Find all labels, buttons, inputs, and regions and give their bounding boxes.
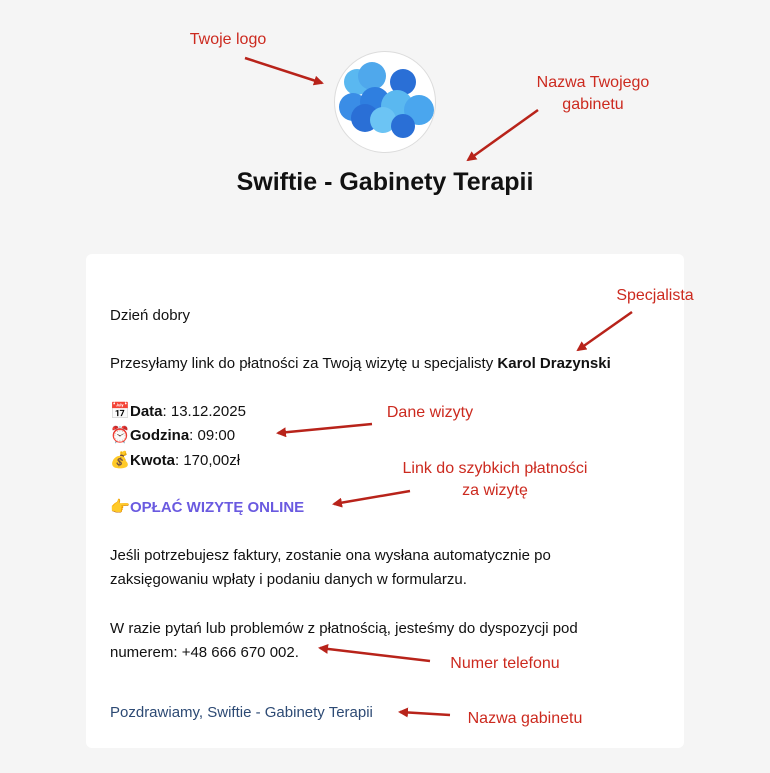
contact-line-2: numerem: +48 666 670 002.	[110, 644, 299, 661]
annotation-clinic-footer: Nazwa gabinetu	[467, 710, 583, 727]
annotation-pay-link-2: za wizytę	[462, 482, 528, 499]
pay-online-link[interactable]: OPŁAĆ WIZYTĘ ONLINE	[130, 499, 305, 516]
annotation-phone: Numer telefonu	[450, 655, 560, 672]
intro-text: Przesyłamy link do płatności za Twoją wi…	[110, 353, 611, 375]
pay-row: 👉OPŁAĆ WIZYTĘ ONLINE	[110, 497, 304, 519]
annotation-logo: Twoje logo	[189, 31, 267, 48]
regards-signature: Pozdrawiamy, Swiftie - Gabinety Terapii	[110, 704, 373, 721]
detail-time-value: : 09:00	[189, 427, 236, 444]
detail-time-label: Godzina	[130, 427, 190, 444]
annotation-clinic-name-1: Nazwa Twojego	[536, 74, 650, 91]
specialist-name: Karol Drazynski	[497, 355, 611, 372]
annotation-visit-details: Dane wizyty	[386, 404, 474, 421]
detail-time: ⏰Godzina: 09:00	[110, 425, 235, 447]
detail-date-label: Data	[130, 403, 163, 420]
detail-date: 📅Data: 13.12.2025	[110, 401, 246, 423]
detail-date-value: : 13.12.2025	[162, 403, 246, 420]
intro-text-body: Przesyłamy link do płatności za Twoją wi…	[110, 355, 498, 372]
annotation-pay-link-1: Link do szybkich płatności	[402, 460, 588, 477]
invoice-line-2: zaksięgowaniu wpłaty i podaniu danych w …	[110, 571, 467, 588]
detail-amount: 💰Kwota: 170,00zł	[110, 450, 240, 472]
calendar-icon: 📅	[110, 403, 130, 420]
detail-amount-label: Kwota	[130, 452, 175, 469]
arrow-clinic-name	[466, 108, 539, 162]
arrow-logo	[244, 56, 324, 86]
invoice-line-1: Jeśli potrzebujesz faktury, zostanie ona…	[110, 547, 551, 564]
contact-line-1: W razie pytań lub problemów z płatnością…	[110, 620, 578, 637]
alarm-clock-icon: ⏰	[110, 427, 130, 444]
clinic-logo	[334, 51, 436, 153]
annotation-specialist: Specjalista	[616, 287, 694, 304]
clinic-name-heading: Swiftie - Gabinety Terapii	[236, 168, 534, 196]
pointing-hand-icon: 👉	[110, 499, 130, 516]
annotation-clinic-name-2: gabinetu	[562, 96, 624, 113]
detail-amount-value: : 170,00zł	[175, 452, 241, 469]
bubbles-logo-icon	[339, 62, 434, 138]
greeting: Dzień dobry	[110, 307, 191, 324]
money-bag-icon: 💰	[110, 452, 130, 469]
